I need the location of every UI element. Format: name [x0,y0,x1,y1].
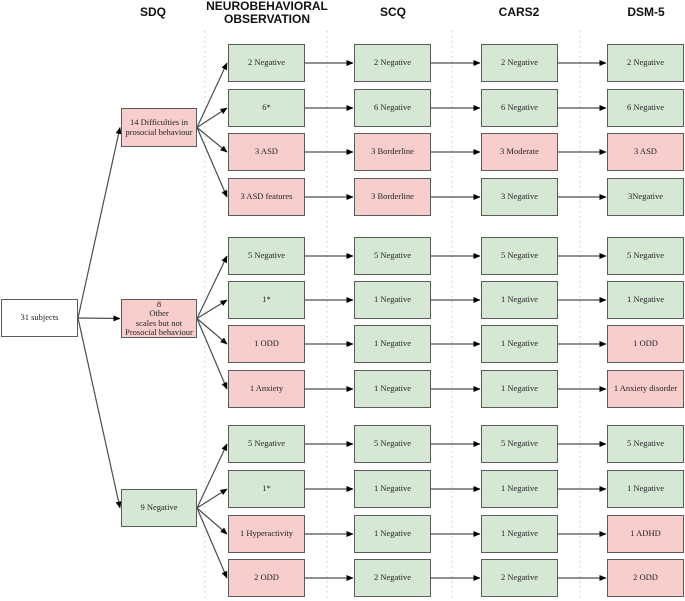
column-header-sdq: SDQ [139,5,166,19]
flow-node: 1 Hyperactivity [228,515,305,553]
flow-node: 1 Negative [607,281,684,319]
flow-node: 3Negative [607,178,684,216]
sdq-node-1: 8 Other scales but not Prosocial behavio… [121,299,197,338]
flow-node: 2 Negative [481,559,558,597]
flow-node: 1* [228,281,305,319]
flow-node: 1 Anxiety disorder [607,370,684,408]
flow-node: 6* [228,89,305,127]
flow-node: 5 Negative [481,425,558,463]
flow-node: 2 Negative [228,44,305,82]
flow-node: 2 Negative [481,44,558,82]
flow-node: 3 ASD [607,133,684,171]
flow-node: 2 Negative [607,44,684,82]
flow-node: 5 Negative [228,237,305,275]
flow-node: 1 Anxiety [228,370,305,408]
column-header-neurobehavioral-observation: NEUROBEHAVIORAL OBSERVATION [206,0,328,26]
flow-node: 2 ODD [228,559,305,597]
flow-node: 1 ODD [228,325,305,363]
flow-node: 3 Borderline [354,178,431,216]
flow-node: 1 Negative [354,470,431,508]
flow-node: 2 ODD [607,559,684,597]
column-header-dsm-5: DSM-5 [627,5,665,19]
flow-node: 1 Negative [354,281,431,319]
flow-node: 3 Negative [481,178,558,216]
flow-node: 5 Negative [607,237,684,275]
flow-node: 1 Negative [607,470,684,508]
flow-node: 1 Negative [354,515,431,553]
flow-node: 3 ASD features [228,178,305,216]
flow-node: 5 Negative [228,425,305,463]
flow-node: 3 Borderline [354,133,431,171]
flow-node: 2 Negative [354,559,431,597]
flow-node: 5 Negative [607,425,684,463]
flow-node: 5 Negative [481,237,558,275]
sdq-node-0: 14 Difficulties in prosocial behaviour [121,108,197,147]
sdq-node-2: 9 Negative [121,489,197,527]
flow-node: 3 Moderate [481,133,558,171]
flow-node: 5 Negative [354,237,431,275]
flow-node: 1 Negative [481,281,558,319]
flow-node: 1 ODD [607,325,684,363]
flow-node: 2 Negative [354,44,431,82]
flow-node: 5 Negative [354,425,431,463]
flow-node: 1 Negative [481,470,558,508]
flow-node: 1* [228,470,305,508]
flow-node: 6 Negative [607,89,684,127]
root-node-subjects: 31 subjects [1,299,78,337]
flow-node: 3 ASD [228,133,305,171]
flow-node: 1 Negative [481,370,558,408]
flow-node: 1 Negative [354,370,431,408]
flow-node: 1 Negative [481,325,558,363]
column-header-cars2: CARS2 [498,5,540,19]
flow-node: 6 Negative [481,89,558,127]
flow-node: 1 Negative [481,515,558,553]
flow-node: 6 Negative [354,89,431,127]
flow-node: 1 ADHD [607,515,684,553]
column-header-scq: SCQ [379,5,406,19]
flow-node: 1 Negative [354,325,431,363]
